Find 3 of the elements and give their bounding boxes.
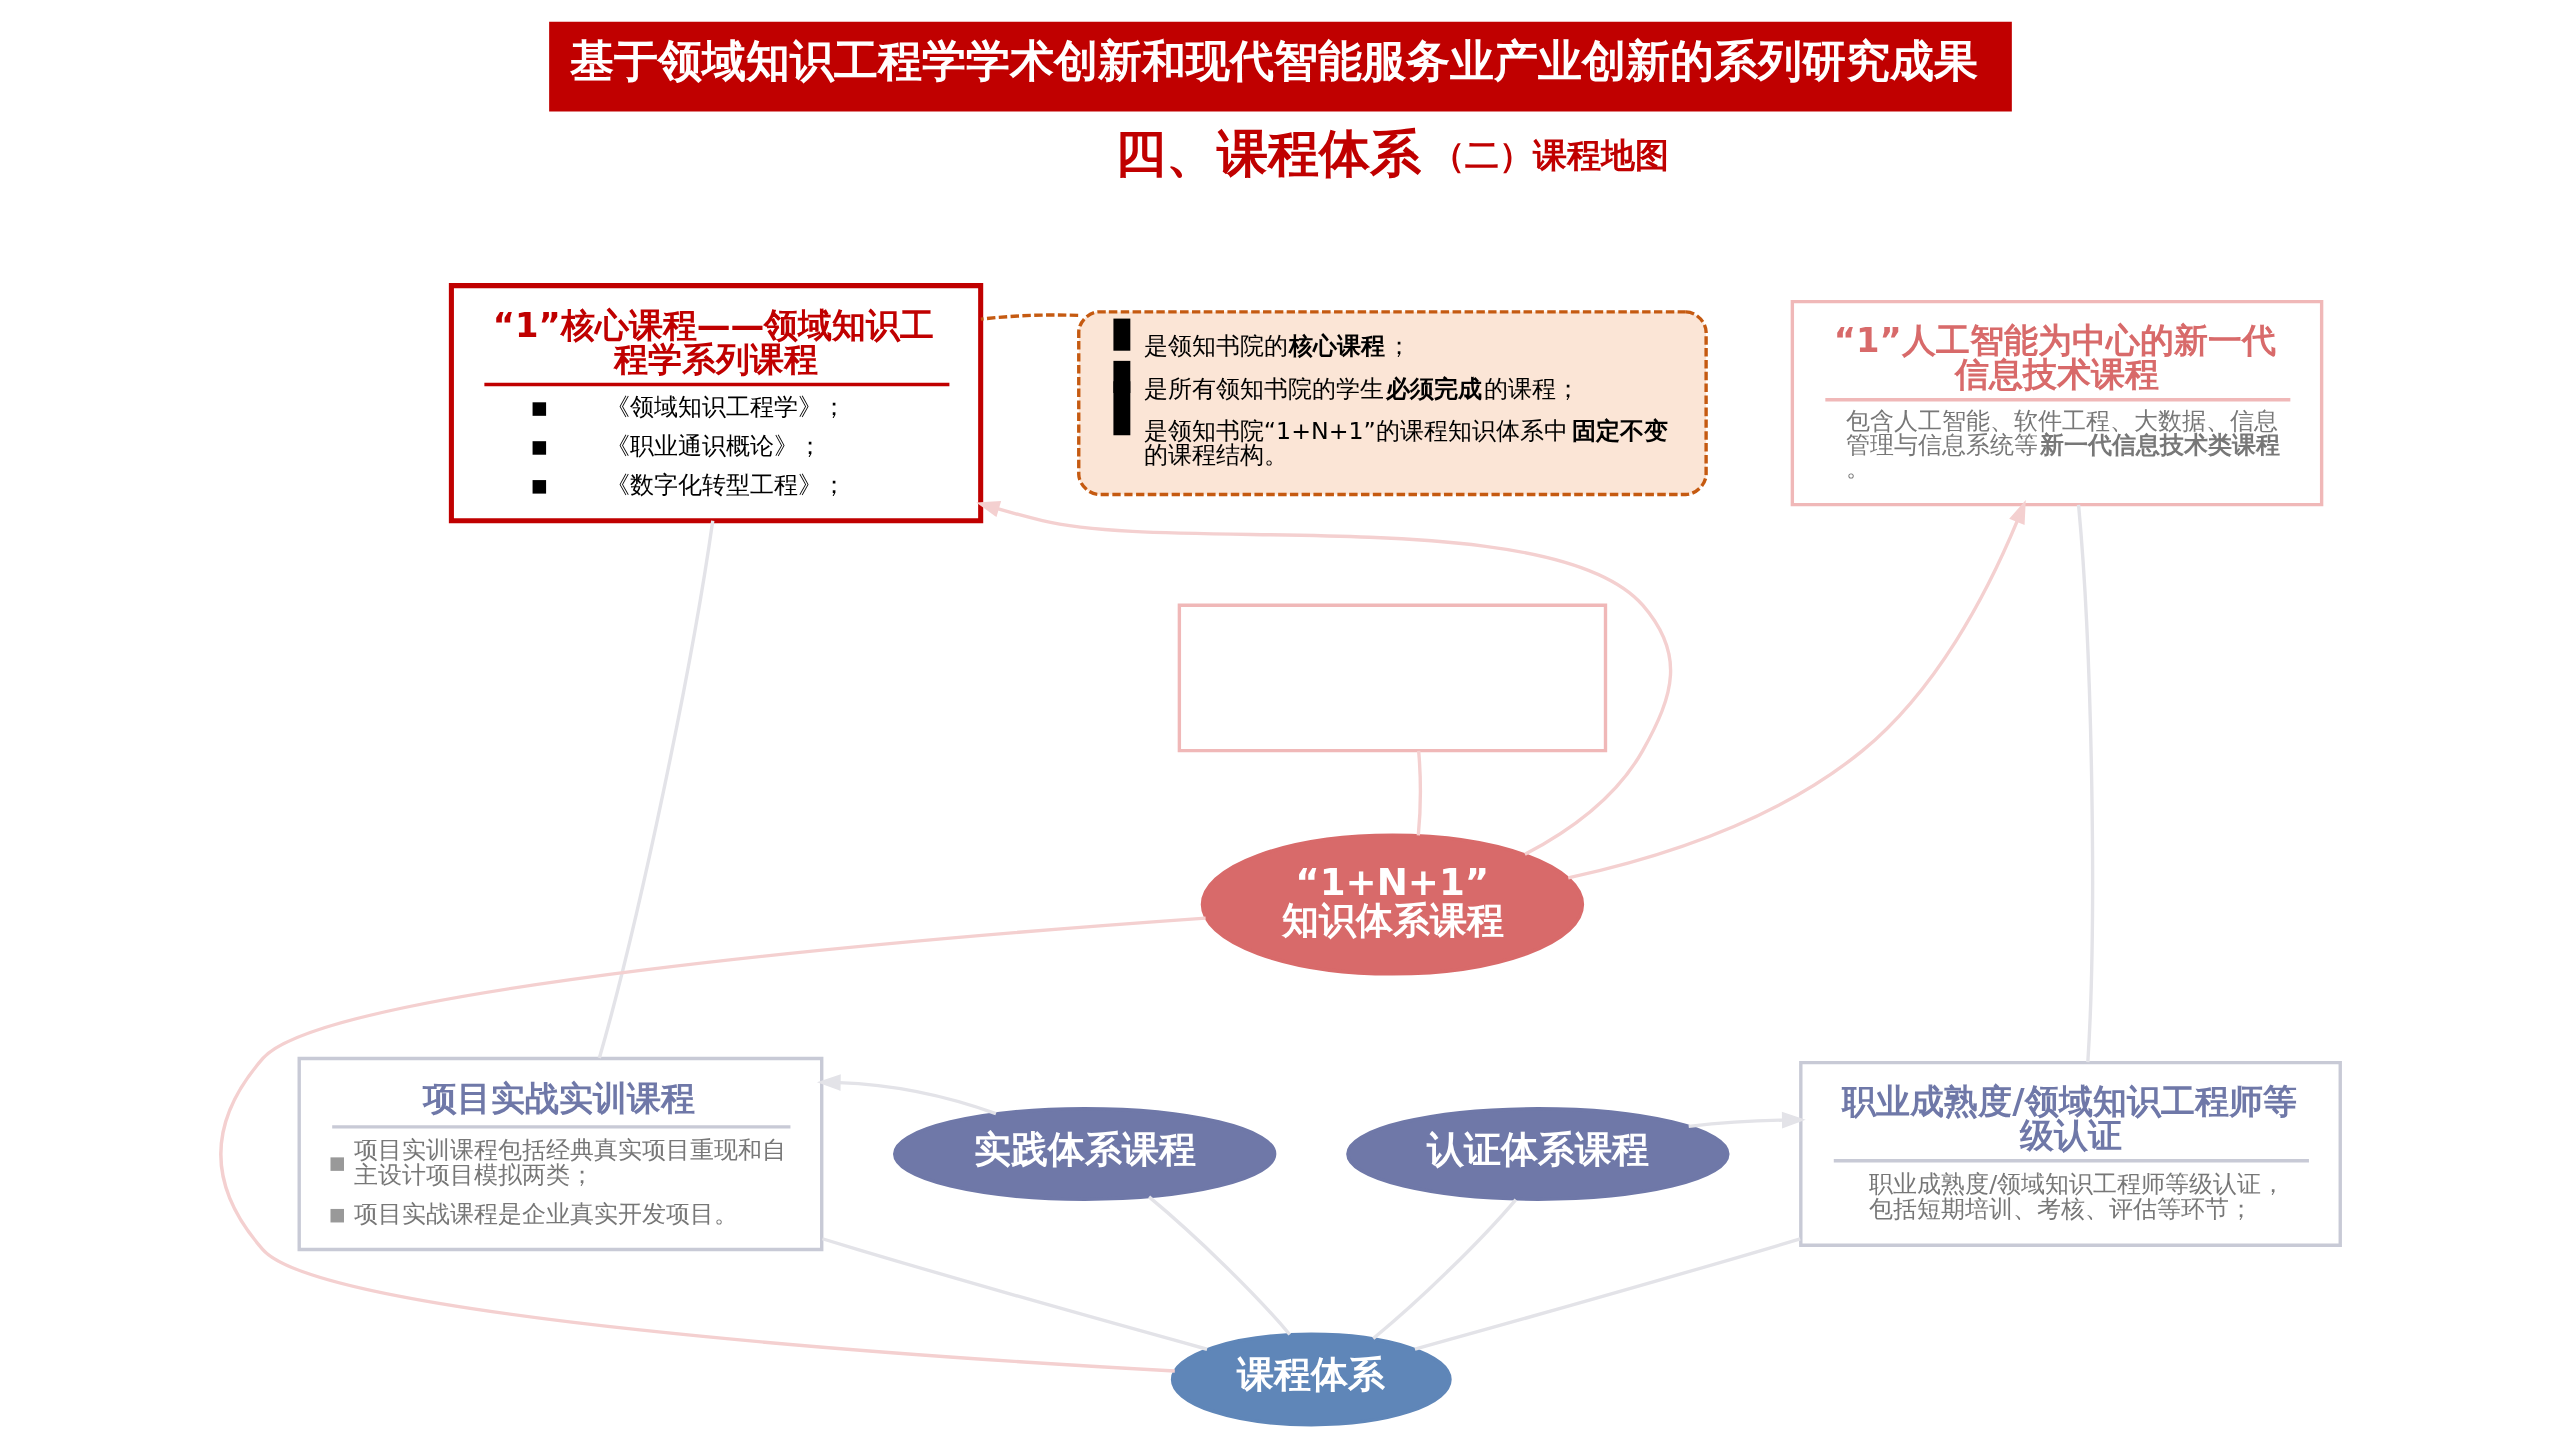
diagram-title: 基于领域知识工程学学术创新和现代智能服务业产业创新的系列研究成果 bbox=[569, 35, 1978, 87]
label: （二）课程地图 bbox=[1430, 136, 1669, 176]
label: 四、课程体系 bbox=[1114, 124, 1421, 184]
